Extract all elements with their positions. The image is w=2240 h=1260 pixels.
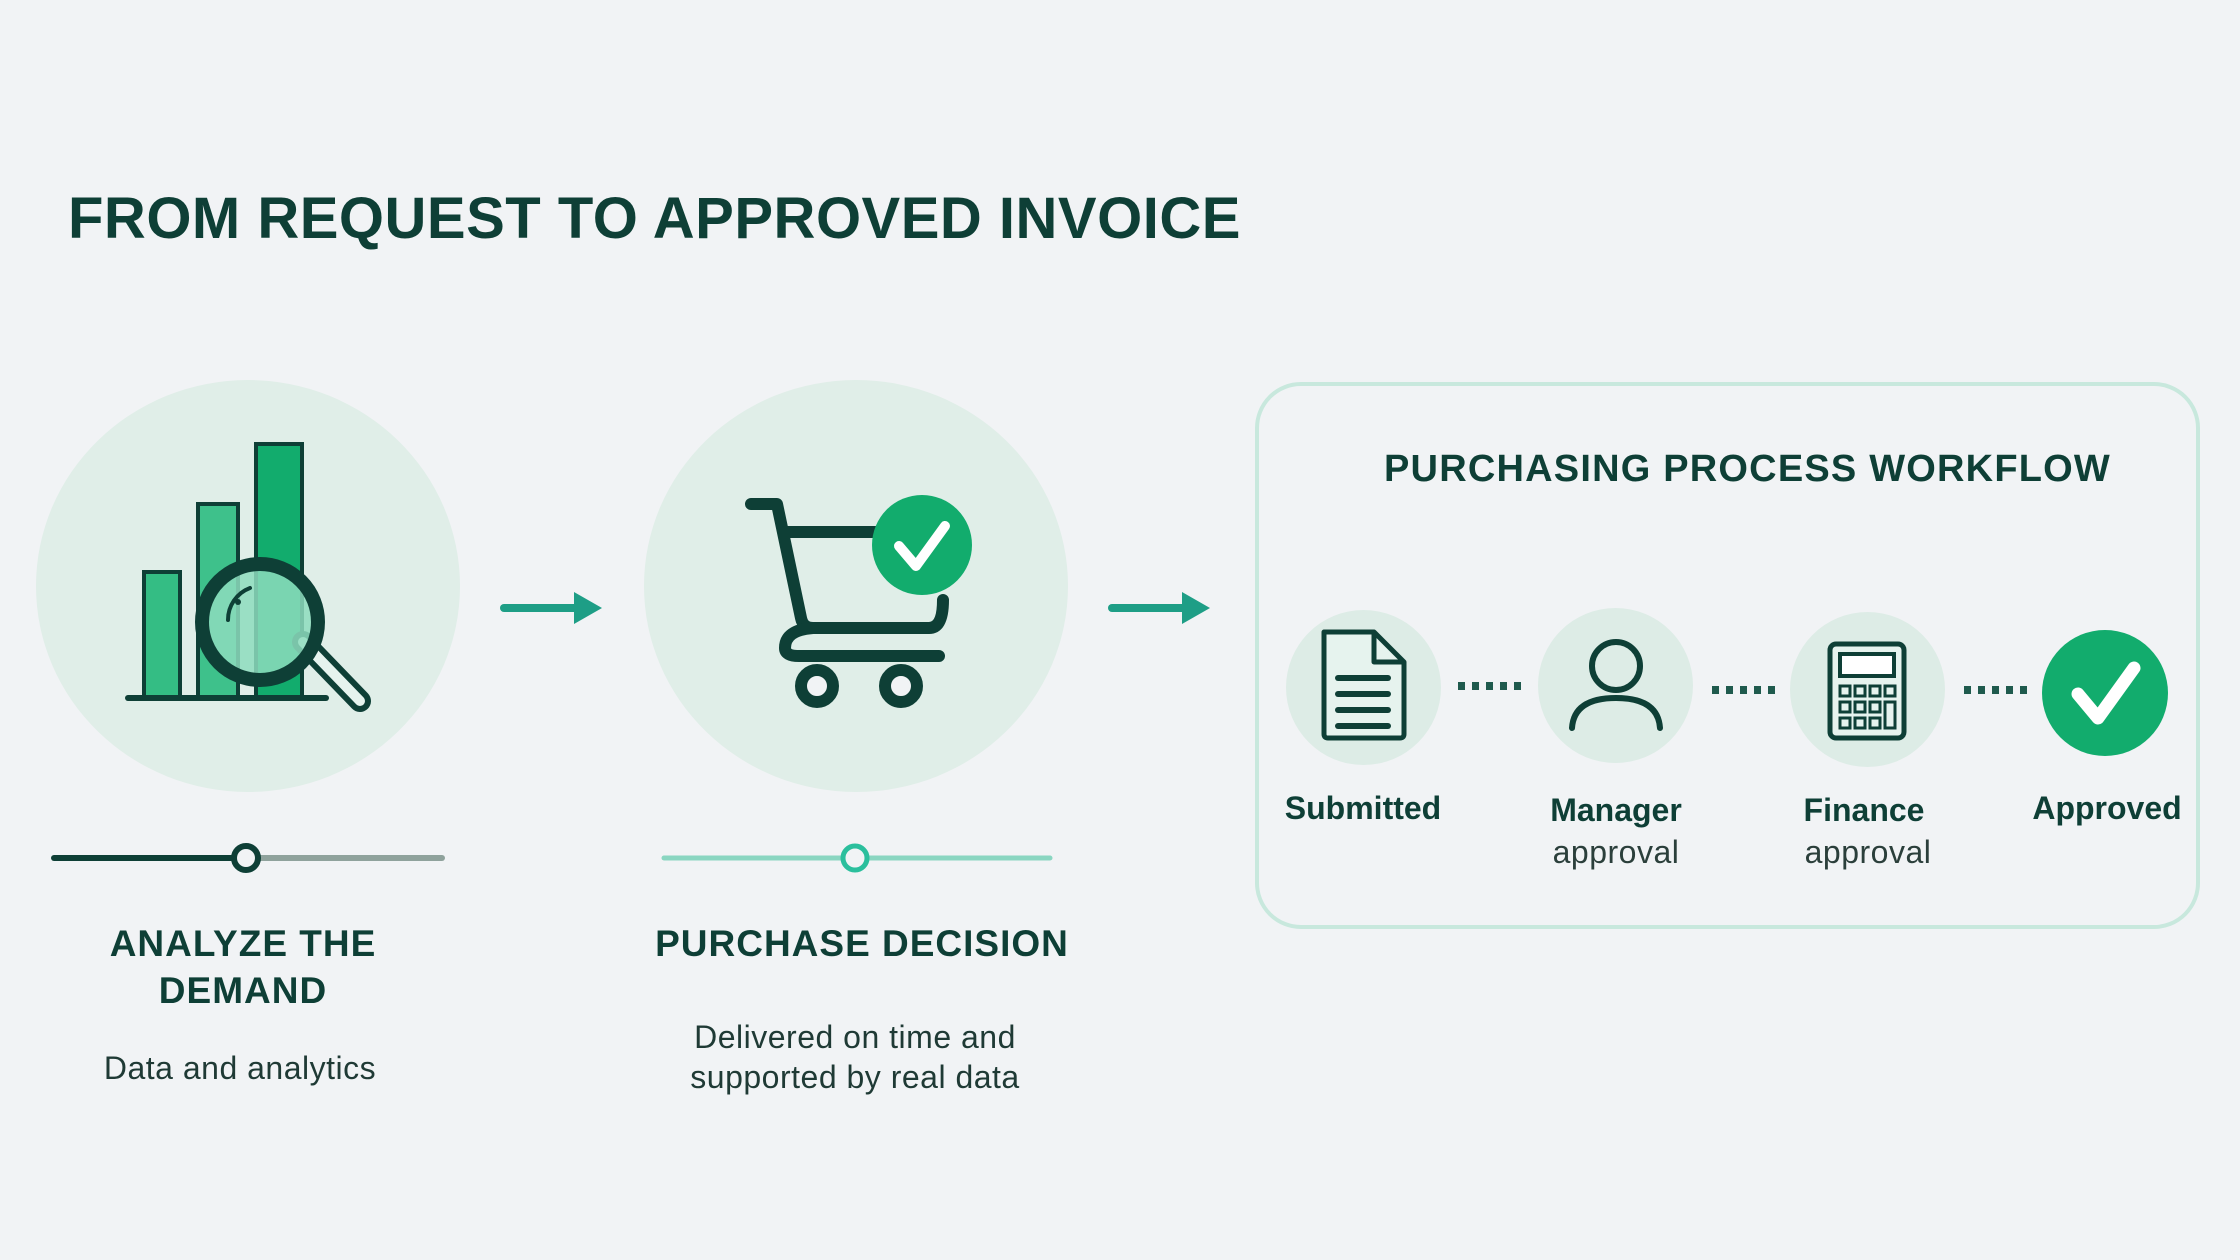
analyze-heading-line1: ANALYZE THE <box>109 923 377 964</box>
analyze-subtitle: Data and analytics <box>103 1050 377 1086</box>
purchase-icon-background <box>644 380 1068 792</box>
analyze-progress-track <box>51 843 445 873</box>
page-title: FROM REQUEST TO APPROVED INVOICE <box>68 186 1241 251</box>
purchase-subtitle-line1: Delivered on time and <box>694 1019 1016 1055</box>
purchase-subtitle-line2: supported by real data <box>690 1059 1020 1095</box>
dotted-connector <box>1458 682 1522 690</box>
workflow-panel <box>1255 382 2200 929</box>
step-approved-label: Approved <box>2032 790 2182 826</box>
purchase-heading: PURCHASE DECISION <box>655 923 1069 964</box>
shopping-cart-check-icon <box>745 495 972 708</box>
purchase-progress-track <box>661 843 1053 873</box>
bar-chart-magnifier-icon <box>125 442 371 712</box>
step-submitted-label: Submitted <box>1284 790 1442 826</box>
step-manager-background <box>1538 608 1693 763</box>
step-manager-sub: approval <box>1552 834 1680 870</box>
analyze-heading: ANALYZE THE DEMAND <box>43 920 443 1014</box>
user-icon <box>1569 639 1663 731</box>
arrow-right-icon <box>1108 592 1210 624</box>
dotted-connector <box>1712 686 1776 694</box>
step-finance-label: Finance <box>1803 792 1925 828</box>
workflow-title: PURCHASING PROCESS WORKFLOW <box>1384 448 2111 490</box>
calculator-icon <box>1827 641 1907 741</box>
analyze-heading-line2: DEMAND <box>158 970 328 1011</box>
document-icon <box>1321 629 1407 741</box>
dotted-connector <box>1964 686 2028 694</box>
purchase-subtitle: Delivered on time and supported by real … <box>605 1017 1105 1097</box>
check-circle-icon <box>2042 630 2168 756</box>
step-finance-sub: approval <box>1804 834 1932 870</box>
arrow-right-icon <box>500 592 602 624</box>
step-manager-label: Manager <box>1550 792 1682 828</box>
